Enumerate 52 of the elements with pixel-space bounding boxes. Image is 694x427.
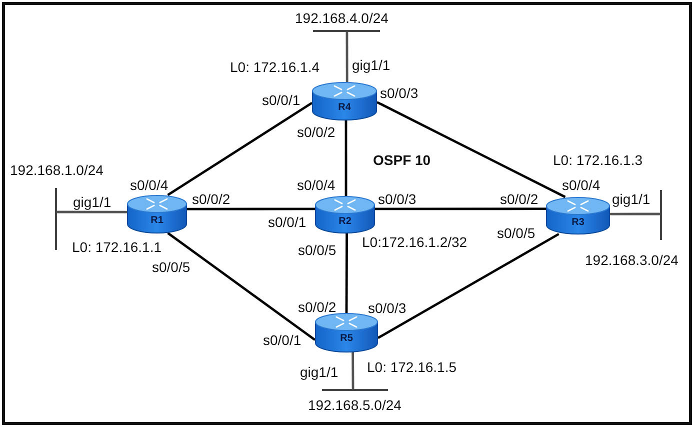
network-link bbox=[167, 232, 316, 341]
interface-label: s0/0/3 bbox=[368, 301, 406, 315]
loopback-label: L0: 172.16.1.3 bbox=[553, 153, 643, 167]
network-link bbox=[352, 352, 354, 389]
interface-label: s0/0/3 bbox=[378, 192, 416, 206]
network-link bbox=[187, 208, 315, 210]
network-link bbox=[345, 233, 348, 313]
interface-label: s0/0/1 bbox=[268, 215, 306, 229]
router-label: R2 bbox=[338, 216, 352, 227]
network-link bbox=[376, 101, 566, 198]
interface-label: s0/0/4 bbox=[297, 178, 336, 192]
interface-label: s0/0/4 bbox=[562, 178, 600, 192]
interface-label: gig1/1 bbox=[73, 195, 112, 209]
network-link bbox=[610, 212, 660, 216]
interface-label: s0/0/4 bbox=[130, 178, 168, 192]
network-link bbox=[375, 208, 546, 210]
router bbox=[315, 196, 375, 233]
network-link bbox=[344, 120, 348, 196]
interface-label: s0/0/5 bbox=[298, 243, 336, 257]
interface-label: gig1/1 bbox=[352, 58, 390, 72]
router bbox=[315, 313, 378, 352]
router-label: R3 bbox=[572, 217, 584, 228]
router-label: R4 bbox=[338, 102, 351, 113]
interface-label: s0/0/2 bbox=[192, 192, 230, 206]
loopback-label: L0: 172.16.1.4 bbox=[230, 60, 320, 74]
network-address: 192.168.5.0/24 bbox=[308, 398, 402, 412]
interface-label: s0/0/3 bbox=[380, 86, 418, 100]
router bbox=[546, 197, 610, 234]
interface-label: s0/0/2 bbox=[500, 192, 538, 206]
interface-label: s0/0/5 bbox=[497, 226, 536, 240]
interface-label: gig1/1 bbox=[612, 192, 650, 206]
interface-label: s0/0/5 bbox=[152, 260, 190, 274]
interface-label: s0/0/1 bbox=[263, 333, 302, 347]
network-address: 192.168.1.0/24 bbox=[10, 163, 104, 177]
loopback-label: L0: 172.16.1.1 bbox=[72, 240, 162, 254]
interface-label: s0/0/2 bbox=[298, 300, 336, 314]
network-address: 192.168.4.0/24 bbox=[295, 11, 388, 25]
router-label: R1 bbox=[150, 215, 164, 226]
interface-label: s0/0/1 bbox=[262, 93, 300, 107]
router bbox=[127, 195, 187, 233]
interface-label: s0/0/2 bbox=[297, 125, 336, 139]
network-link bbox=[57, 210, 127, 214]
network-link bbox=[377, 232, 560, 339]
loopback-label: L0:172.16.1.2/32 bbox=[362, 235, 468, 249]
interface-label: gig1/1 bbox=[300, 365, 338, 379]
network-link bbox=[167, 102, 313, 196]
network-address: 192.168.3.0/24 bbox=[585, 253, 678, 267]
router bbox=[312, 82, 377, 120]
loopback-label: L0: 172.16.1.5 bbox=[367, 360, 457, 374]
network-link bbox=[346, 32, 348, 82]
area-label: OSPF 10 bbox=[373, 153, 431, 167]
router-label: R5 bbox=[340, 333, 353, 344]
